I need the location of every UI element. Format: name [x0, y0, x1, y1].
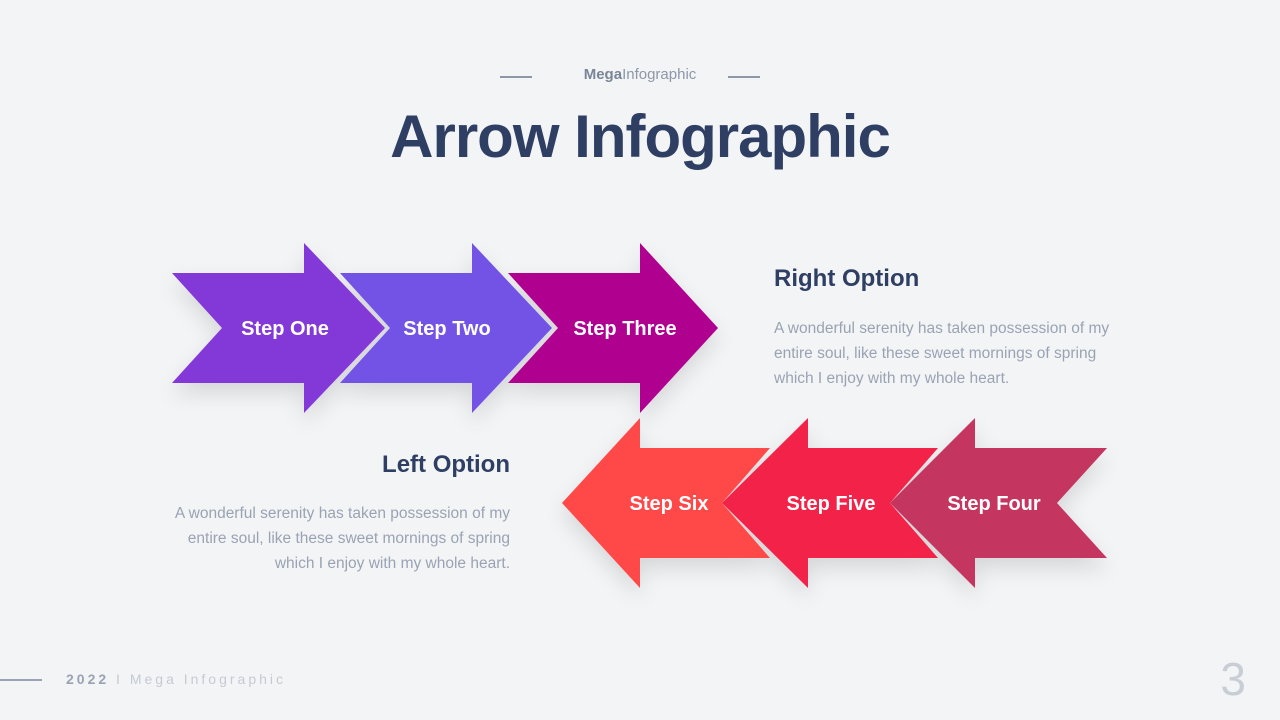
page-number: 3	[1220, 653, 1246, 705]
kicker-rest: Infographic	[622, 66, 697, 83]
arrow-step-three	[508, 243, 718, 413]
header-divider-right	[728, 76, 760, 78]
arrow-step-five	[722, 418, 938, 588]
step-five-label: Step Five	[786, 493, 876, 515]
arrow-step-one	[172, 243, 385, 413]
step-two-label: Step Two	[403, 318, 491, 340]
header-kicker: MegaInfographic	[0, 66, 1280, 83]
step-four-label: Step Four	[947, 493, 1041, 515]
right-option-title: Right Option	[774, 265, 920, 292]
kicker-bold: Mega	[583, 66, 623, 83]
right-option-text: A wonderful serenity has taken possessio…	[774, 320, 1110, 387]
arrow-step-six	[562, 418, 770, 588]
left-option-text: A wonderful serenity has taken possessio…	[174, 505, 510, 572]
footer-separator: I	[116, 671, 123, 687]
arrow-step-two	[340, 243, 552, 413]
footer-year: 2022	[66, 671, 110, 687]
page-title: Arrow Infographic	[390, 103, 891, 170]
footer-divider	[0, 679, 42, 681]
arrow-step-four	[890, 418, 1107, 588]
step-six-label: Step Six	[629, 493, 709, 515]
header-divider-left	[500, 76, 532, 78]
footer-text: 2022 I Mega Infographic	[66, 671, 286, 687]
step-three-label: Step Three	[573, 318, 677, 340]
left-option-title: Left Option	[382, 451, 510, 478]
step-one-label: Step One	[241, 318, 329, 340]
footer-brand: Mega Infographic	[129, 671, 287, 687]
